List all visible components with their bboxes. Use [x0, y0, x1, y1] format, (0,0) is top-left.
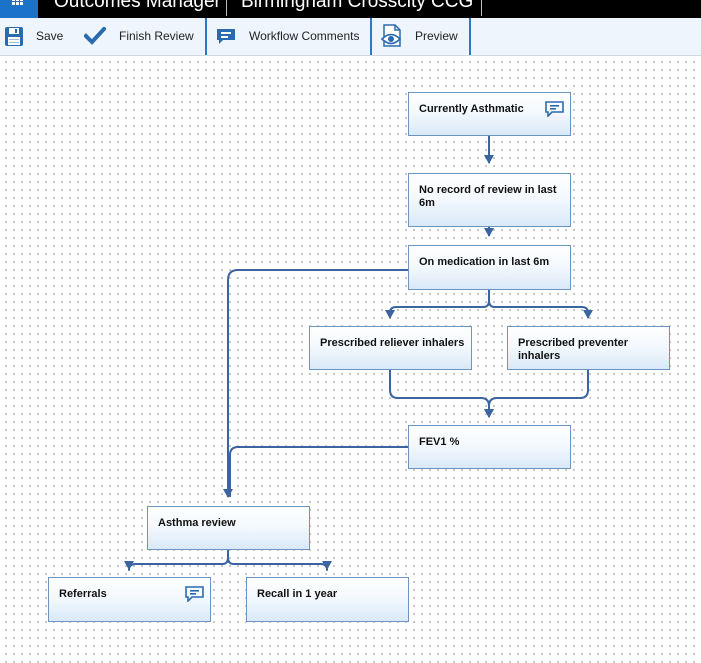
connector-medication-to-reliever — [385, 290, 490, 319]
node-reliever-inhalers[interactable]: Prescribed reliever inhalers — [309, 326, 472, 370]
preview-label: Preview — [415, 29, 458, 43]
connector-reliever-to-fev1 — [389, 370, 494, 418]
preview-button[interactable]: Preview — [372, 18, 469, 55]
connector-asthma-review-to-recall — [227, 550, 332, 571]
node-recall-in-1-year[interactable]: Recall in 1 year — [246, 577, 409, 622]
grid-icon — [12, 0, 24, 5]
workflow-comments-button[interactable]: Workflow Comments — [207, 18, 370, 55]
node-label: Referrals — [59, 588, 107, 600]
comment-icon[interactable] — [545, 101, 564, 122]
comment-icon — [215, 28, 237, 51]
node-label: Recall in 1 year — [257, 588, 338, 600]
toolbar-separator — [205, 18, 207, 55]
node-asthma-review[interactable]: Asthma review — [147, 506, 310, 550]
node-on-medication[interactable]: On medication in last 6m — [408, 245, 571, 290]
node-label: Asthma review — [158, 517, 236, 529]
connector-preventer-to-fev1 — [484, 370, 589, 418]
node-label: FEV1 % — [419, 436, 460, 448]
node-label: Prescribed reliever inhalers — [320, 337, 465, 349]
node-preventer-inhalers[interactable]: Prescribed preventer inhalers — [507, 326, 670, 370]
node-currently-asthmatic[interactable]: Currently Asthmatic — [408, 92, 571, 136]
app-launcher-button[interactable] — [0, 0, 38, 18]
comment-icon[interactable] — [185, 586, 204, 607]
connector-layer — [124, 136, 593, 571]
title-divider — [226, 0, 227, 16]
finish-review-label: Finish Review — [119, 29, 194, 43]
node-no-record-of-review[interactable]: No record of review in last 6m — [408, 173, 571, 227]
node-fev1[interactable]: FEV1 % — [408, 425, 571, 469]
checkmark-icon — [83, 26, 107, 50]
node-label: No record of review in last 6m — [419, 184, 557, 209]
connector-asthma-review-to-referrals — [124, 550, 229, 571]
workflow-canvas[interactable]: Currently Asthmatic No record of review … — [0, 56, 701, 663]
node-label: Currently Asthmatic — [419, 103, 524, 115]
toolbar-separator — [469, 18, 471, 55]
workflow-comments-label: Workflow Comments — [249, 29, 360, 43]
app-title: Outcomes Manager — [54, 0, 221, 12]
location-title[interactable]: Birmingham Crosscity CCG — [241, 0, 474, 12]
save-label: Save — [36, 29, 64, 43]
toolbar: Save Finish Review Workflow Comments — [0, 18, 701, 56]
preview-icon — [380, 24, 403, 53]
toolbar-separator — [370, 18, 372, 55]
node-referrals[interactable]: Referrals — [48, 577, 211, 622]
connector-medication-to-preventer — [488, 290, 593, 319]
node-label: Prescribed preventer inhalers — [518, 337, 629, 362]
save-icon — [4, 26, 24, 52]
title-divider — [481, 0, 482, 16]
connector-medication-to-asthma-review — [223, 269, 408, 498]
save-button[interactable]: Save — [0, 18, 75, 55]
title-bar: Outcomes Manager Birmingham Crosscity CC… — [0, 0, 701, 18]
node-label: On medication in last 6m — [419, 256, 550, 268]
finish-review-button[interactable]: Finish Review — [78, 18, 204, 55]
connector-fev1-to-asthma-review — [229, 446, 408, 497]
